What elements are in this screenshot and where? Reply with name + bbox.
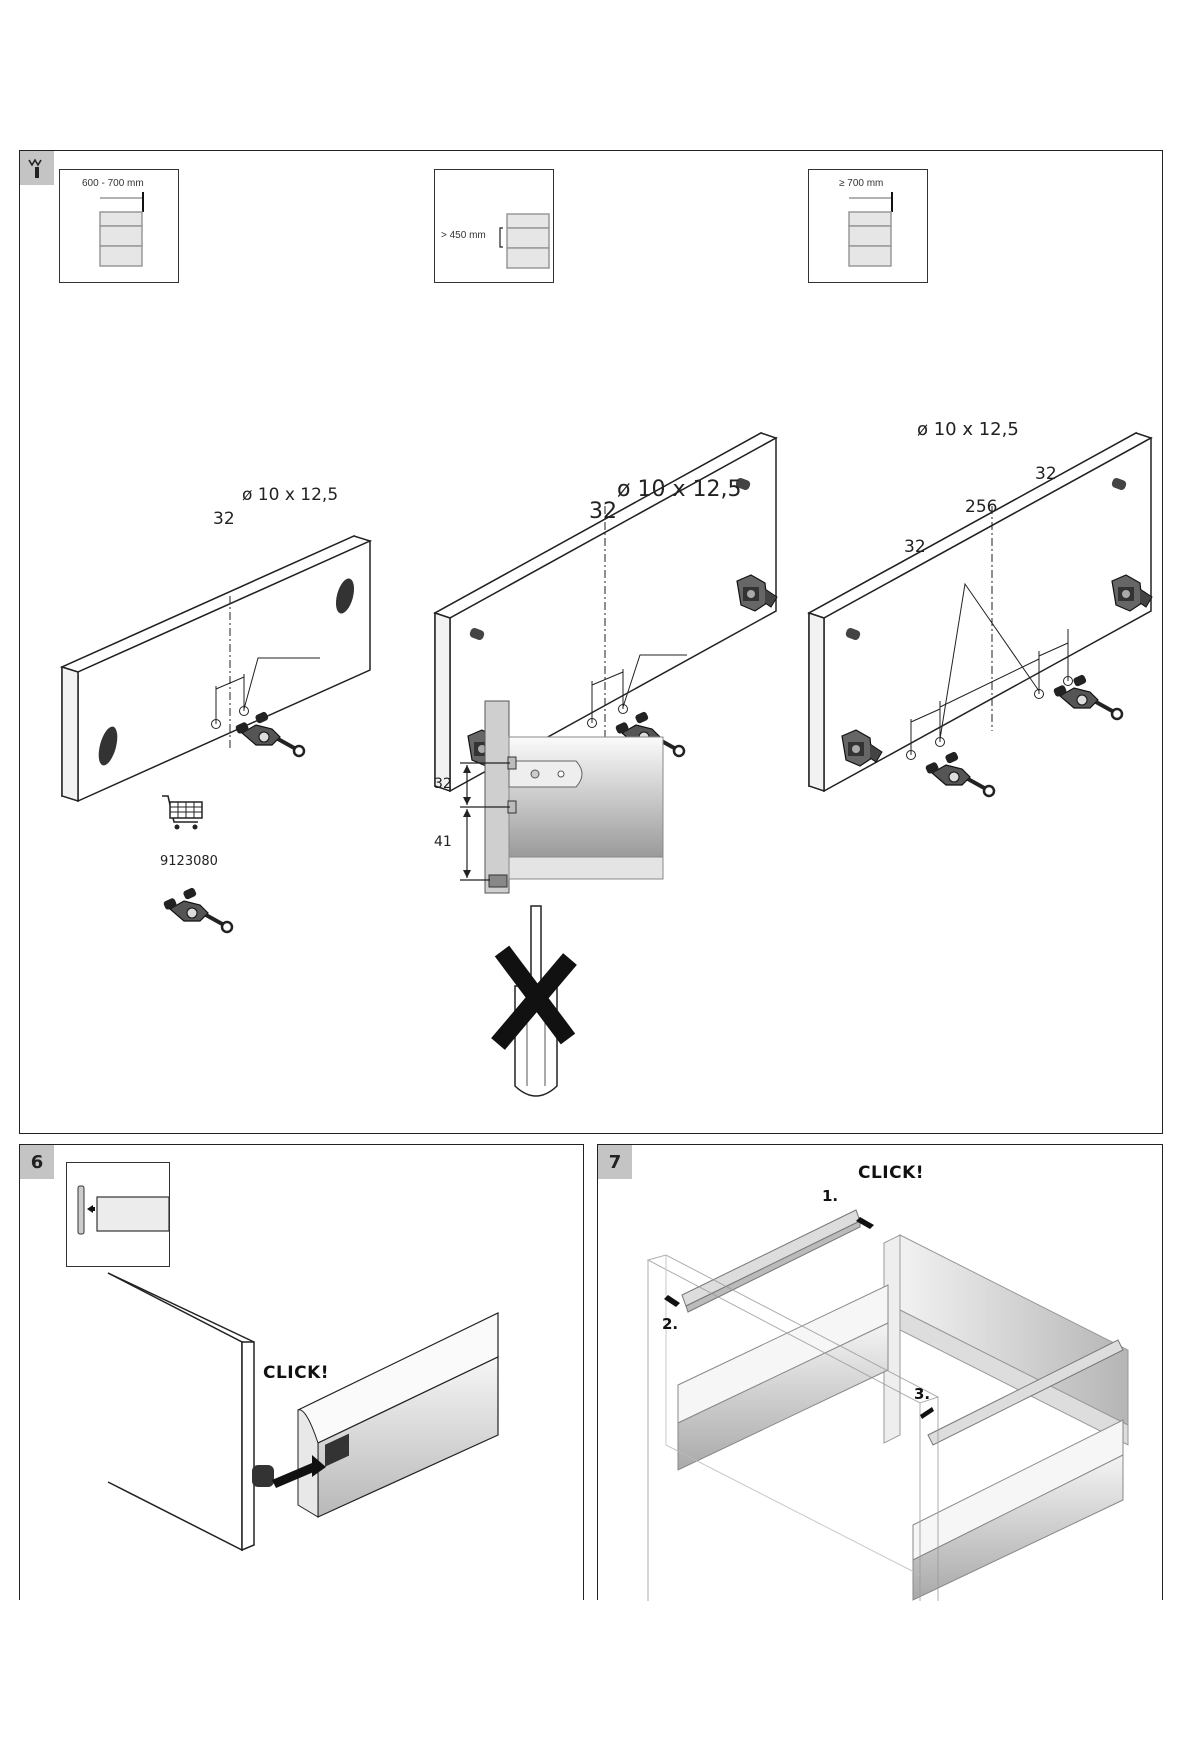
step-panel-7: 7 [597,1144,1163,1601]
no-screwdriver-icon [491,905,577,1097]
shopping-cart-icon [162,795,203,830]
step7-drawer-assembly [646,1209,1129,1601]
step-number-badge: 6 [20,1145,54,1179]
thumbnail-variant-1: 600 - 700 mm [59,169,179,283]
front-panels-illustration [59,431,1153,1097]
front-panel-medium [433,431,778,793]
arrow-step-2 [664,1295,680,1307]
click-label: CLICK! [858,1163,925,1183]
spacing-center-label-variant-3: 256 [965,497,998,517]
sequence-label-3: 3. [914,1385,931,1403]
front-panel-narrow [59,534,373,803]
arrow-step-1 [856,1217,874,1229]
spacing-label-variant-1: 32 [213,509,235,529]
drawer-stack-icon [99,192,144,267]
hole-label-variant-3: ø 10 x 12,5 [917,419,1019,440]
hole-label-variant-2: ø 10 x 12,5 [617,477,742,502]
spacing-label-variant-2: 32 [589,499,617,524]
step-number-badge: 7 [598,1145,632,1179]
step-panel-6: 6 CLIC [19,1144,584,1600]
front-panel-wide [807,431,1153,798]
sequence-label-1: 1. [822,1187,839,1205]
thumbnail-attach-front [66,1162,170,1267]
drawer-front-board [107,1272,255,1552]
arrow-step-3 [920,1407,934,1419]
dimension-lower: 41 [434,834,452,850]
thumbnail-width-label: ≥ 700 mm [839,178,884,189]
drawer-stack-icon [848,192,893,267]
spacing-left-label-variant-3: 32 [904,537,926,557]
side-profile [297,1312,499,1518]
accessory-bracket-illustration [160,884,234,934]
click-label: CLICK! [263,1363,330,1383]
step-panel-front-mounting: 600 - 700 mm > 450 mm ≥ 700 mm [19,150,1163,1134]
drawer-stack-icon [499,213,550,269]
thumbnail-width-label: 600 - 700 mm [82,178,144,189]
hole-label-variant-1: ø 10 x 12,5 [242,485,339,505]
thumbnail-height-label: > 450 mm [441,230,486,241]
attach-front-icon [77,1185,170,1235]
connector-arrow [252,1455,326,1488]
side-section-detail [460,700,664,894]
step6-illustration [107,1272,499,1552]
step-badge-wood [20,151,54,185]
wood-grain-icon [28,158,42,178]
thumbnail-variant-3: ≥ 700 mm [808,169,928,283]
thumbnail-variant-2: > 450 mm [434,169,554,283]
sequence-label-2: 2. [662,1315,679,1333]
article-number: 9123080 [160,854,218,869]
dimension-upper: 32 [434,776,452,792]
spacing-right-label-variant-3: 32 [1035,464,1057,484]
transparent-front [646,1254,940,1601]
